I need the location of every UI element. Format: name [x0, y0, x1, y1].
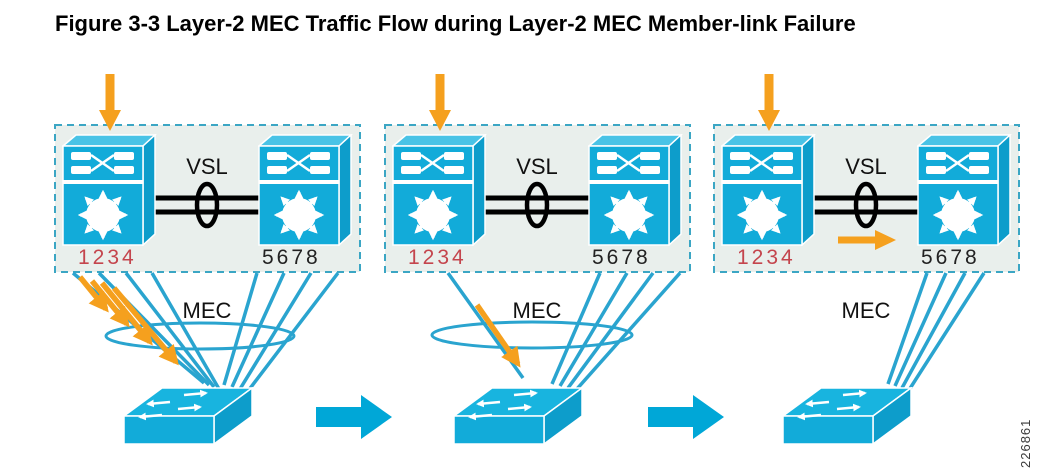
left-switch-ports-label: 1234 [737, 246, 796, 269]
ingress-traffic-arrow-icon [758, 74, 780, 131]
right-switch-ports-label: 5678 [921, 246, 980, 269]
left-switch-ports-label: 1234 [408, 246, 467, 269]
mec-label: MEC [183, 298, 232, 323]
traffic-flow-arrows [474, 303, 521, 368]
page-title: Figure 3-3 Layer-2 MEC Traffic Flow duri… [55, 11, 856, 36]
vsl-bundle-icon [194, 181, 220, 229]
vss-switch-2-icon [259, 135, 351, 245]
mec-links-right [222, 271, 340, 393]
vsl-label: VSL [186, 154, 228, 179]
panel-reroute-over-vsl: VSL MEC 1234 5678 [713, 74, 1020, 444]
vsl-bundle-icon [524, 181, 550, 229]
mec-label: MEC [513, 298, 562, 323]
mec-label: MEC [842, 298, 891, 323]
access-switch-icon [124, 388, 252, 444]
vss-switch-1-icon [722, 135, 814, 245]
mec-links-right [886, 272, 986, 391]
next-step-arrow-icon [316, 395, 392, 439]
vss-switch-2-icon [589, 135, 681, 245]
vsl-label: VSL [516, 154, 558, 179]
mec-links-left [71, 271, 221, 390]
panel-link-failure: VSL MEC 1234 5678 [384, 74, 691, 444]
mec-bundle-icon [430, 320, 634, 350]
next-step-arrow-icon [648, 395, 724, 439]
vss-switch-1-icon [393, 135, 485, 245]
vsl-bundle-icon [853, 181, 879, 229]
right-switch-ports-label: 5678 [262, 246, 321, 269]
left-switch-ports-label: 1234 [78, 246, 137, 269]
vss-switch-2-icon [918, 135, 1010, 245]
traffic-flow-arrows [77, 275, 179, 366]
panel-normal-flow: VSL MEC 1234 5678 [54, 74, 361, 444]
figure-number: 226861 [1018, 419, 1033, 468]
mec-bundle-icon [104, 321, 296, 351]
mec-links-right [550, 271, 682, 392]
access-switch-icon [454, 388, 582, 444]
vss-switch-1-icon [63, 135, 155, 245]
access-switch-icon [783, 388, 911, 444]
ingress-traffic-arrow-icon [99, 74, 121, 131]
ingress-traffic-arrow-icon [429, 74, 451, 131]
vsl-label: VSL [845, 154, 887, 179]
vsl-crossing-traffic-arrow-icon [838, 230, 896, 250]
right-switch-ports-label: 5678 [592, 246, 651, 269]
